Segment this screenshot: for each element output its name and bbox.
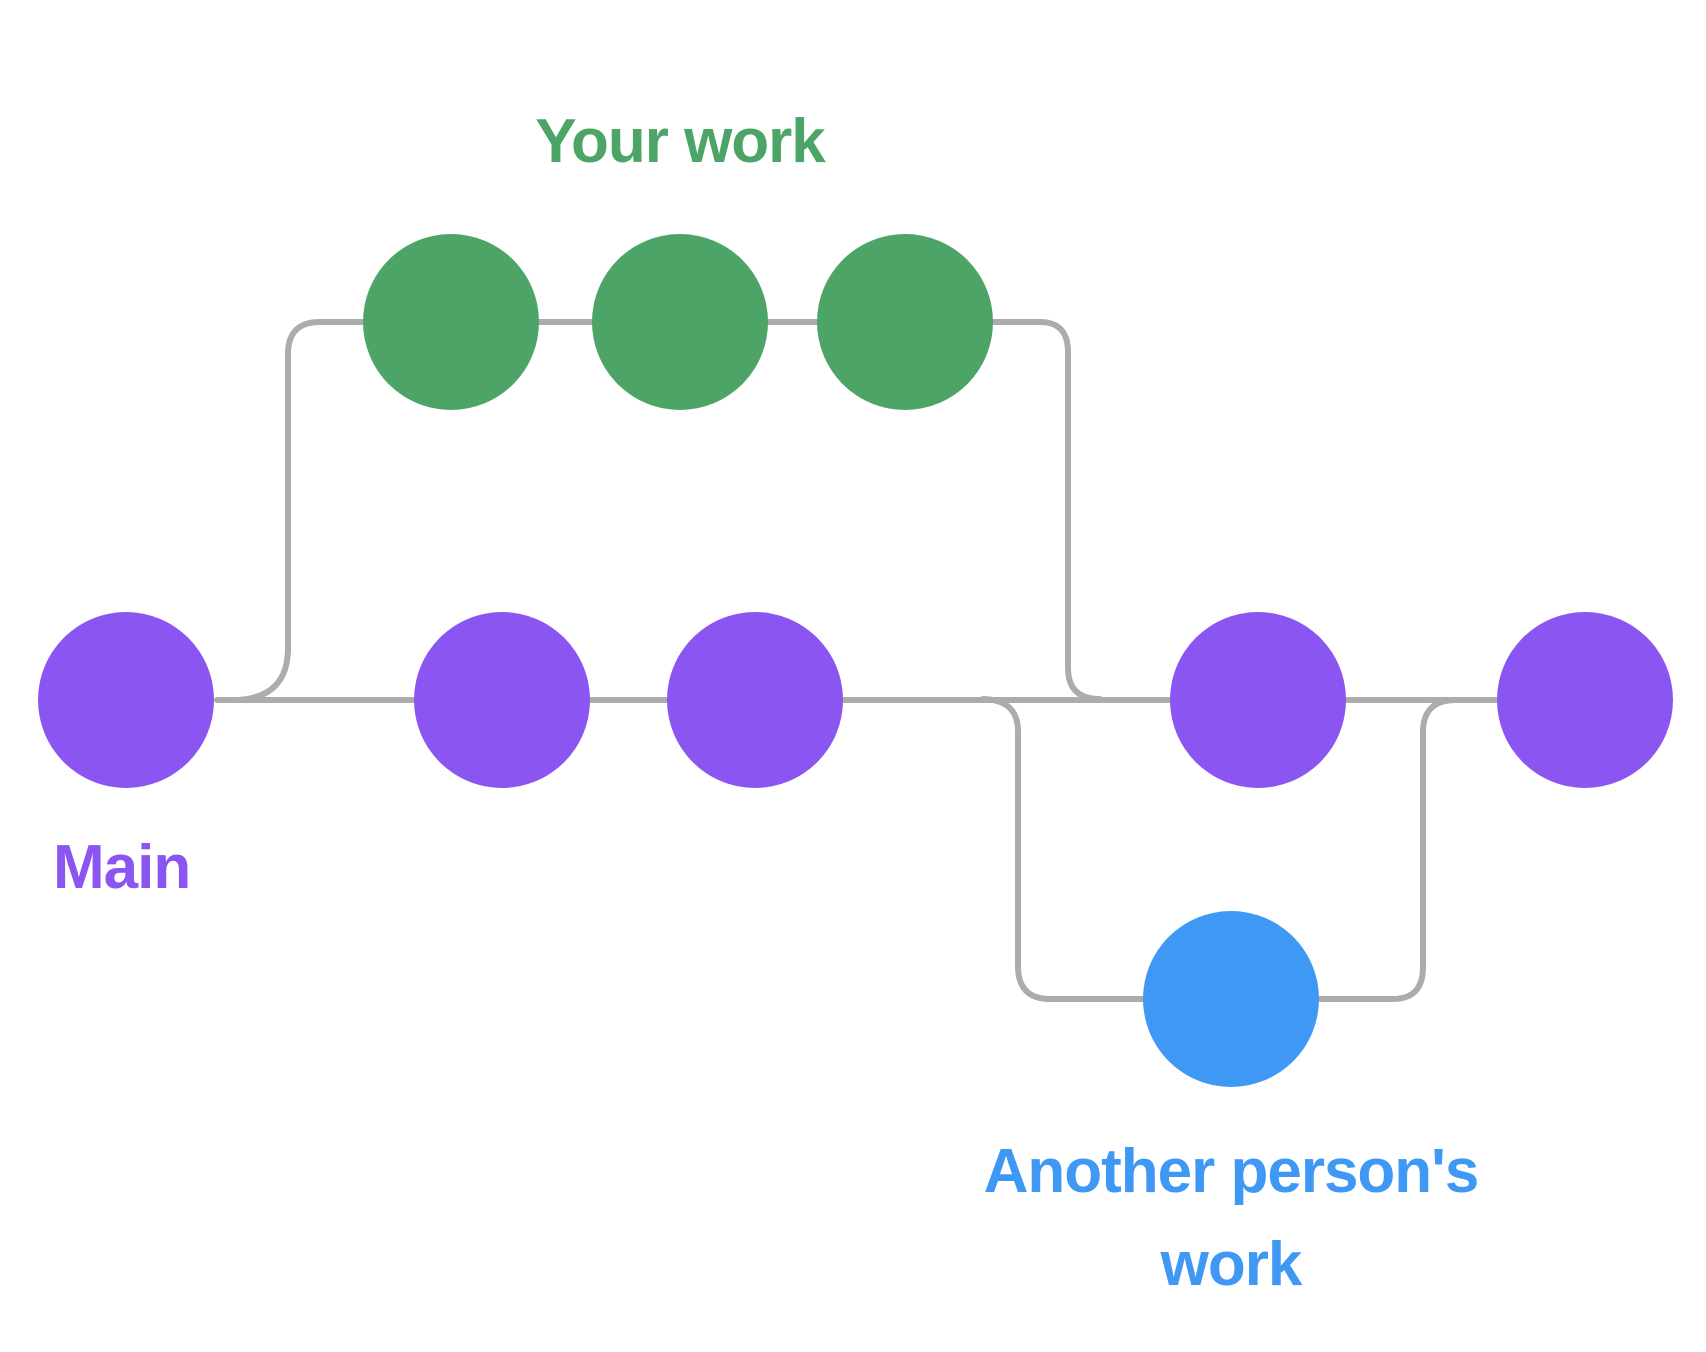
- another-person-branch-label-line2: work: [1160, 1230, 1303, 1299]
- main-branch-label: Main: [53, 833, 190, 902]
- commit-node-main-5: [1497, 612, 1673, 788]
- commit-node-main-2: [414, 612, 590, 788]
- your-work-branch-label: Your work: [535, 107, 826, 176]
- commit-node-main-1: [38, 612, 214, 788]
- commit-node-main-3: [667, 612, 843, 788]
- commit-node-your-work-3: [817, 234, 993, 410]
- your-work-branch-line: [235, 319, 1103, 703]
- commit-node-your-work-1: [363, 234, 539, 410]
- commit-node-main-4: [1170, 612, 1346, 788]
- commit-node-your-work-2: [592, 234, 768, 410]
- another-person-branch-label-line1: Another person's: [984, 1137, 1479, 1206]
- commit-node-another-person-1: [1143, 911, 1319, 1087]
